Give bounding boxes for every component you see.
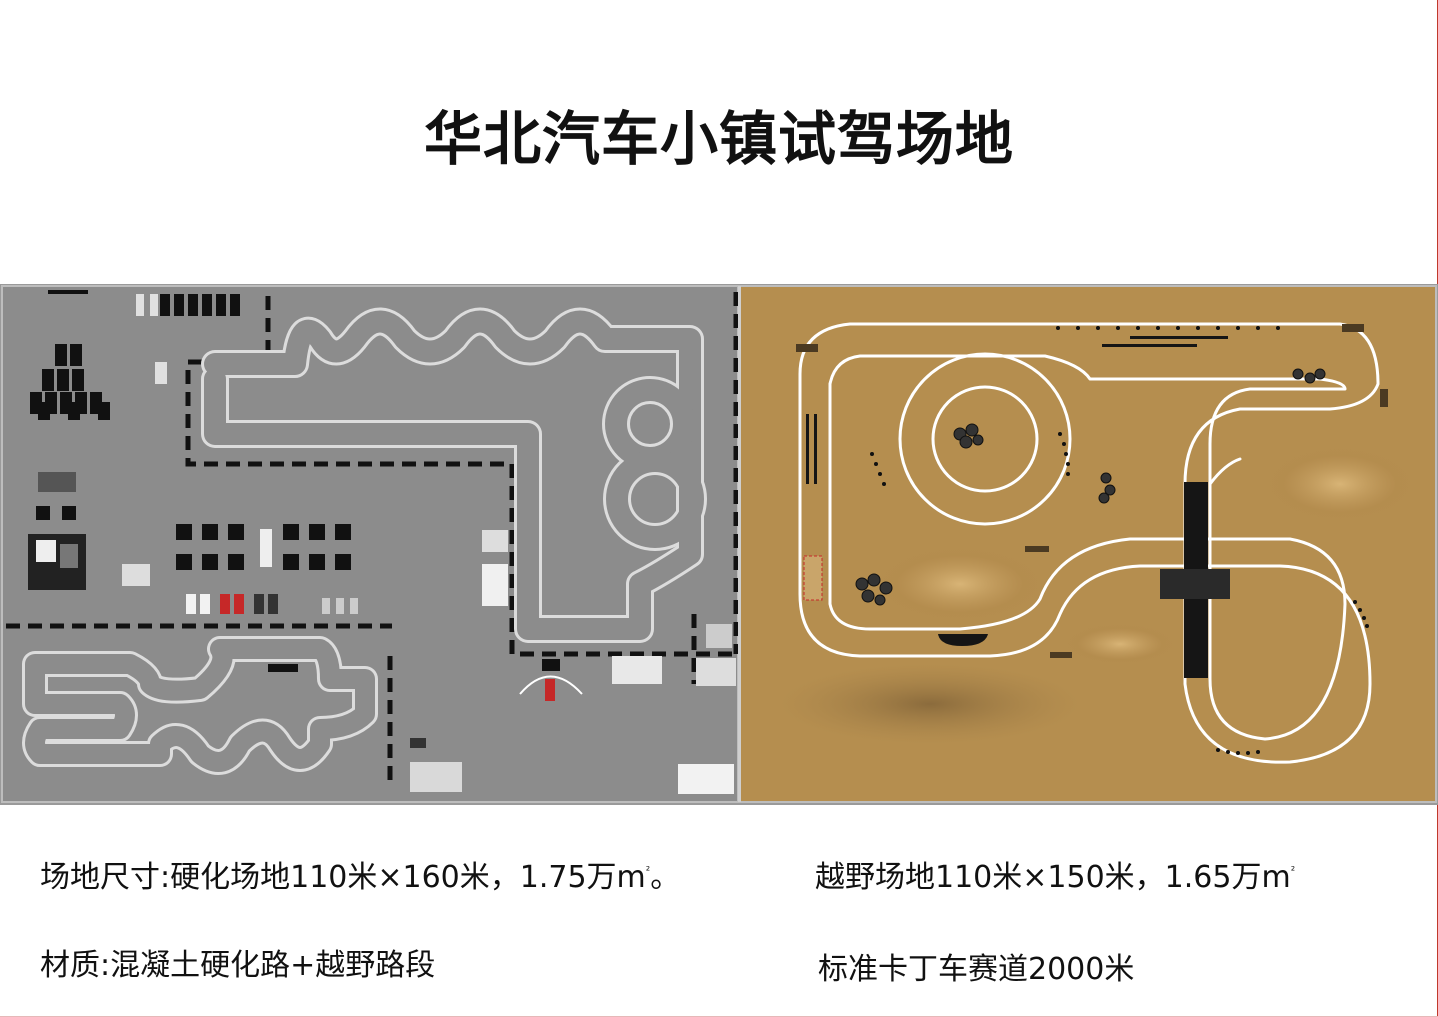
hard-site-size-main: 场地尺寸:硬化场地110米×160米，1.75万m [40, 860, 646, 895]
offroad-site-size-sup: ² [1290, 864, 1296, 877]
offroad-site-size-text: 越野场地110米×150米，1.65万m² [815, 852, 1295, 896]
hard-site-size-end: 。 [650, 860, 681, 895]
hard-site-size-sup: ² [645, 864, 651, 877]
offroad-site-plan [739, 285, 1437, 803]
site-plan-image [0, 284, 1438, 805]
material-text: 材质:混凝土硬化路+越野路段 [40, 948, 436, 983]
track-length-text: 标准卡丁车赛道2000米 [818, 952, 1135, 987]
page-title: 华北汽车小镇试驾场地 [423, 105, 1014, 173]
hard-site-plan [1, 285, 739, 803]
offroad-site-size-main: 越野场地110米×150米，1.65万m [815, 860, 1291, 895]
hard-site-size-text: 场地尺寸:硬化场地110米×160米，1.75万m²。 [40, 852, 680, 896]
